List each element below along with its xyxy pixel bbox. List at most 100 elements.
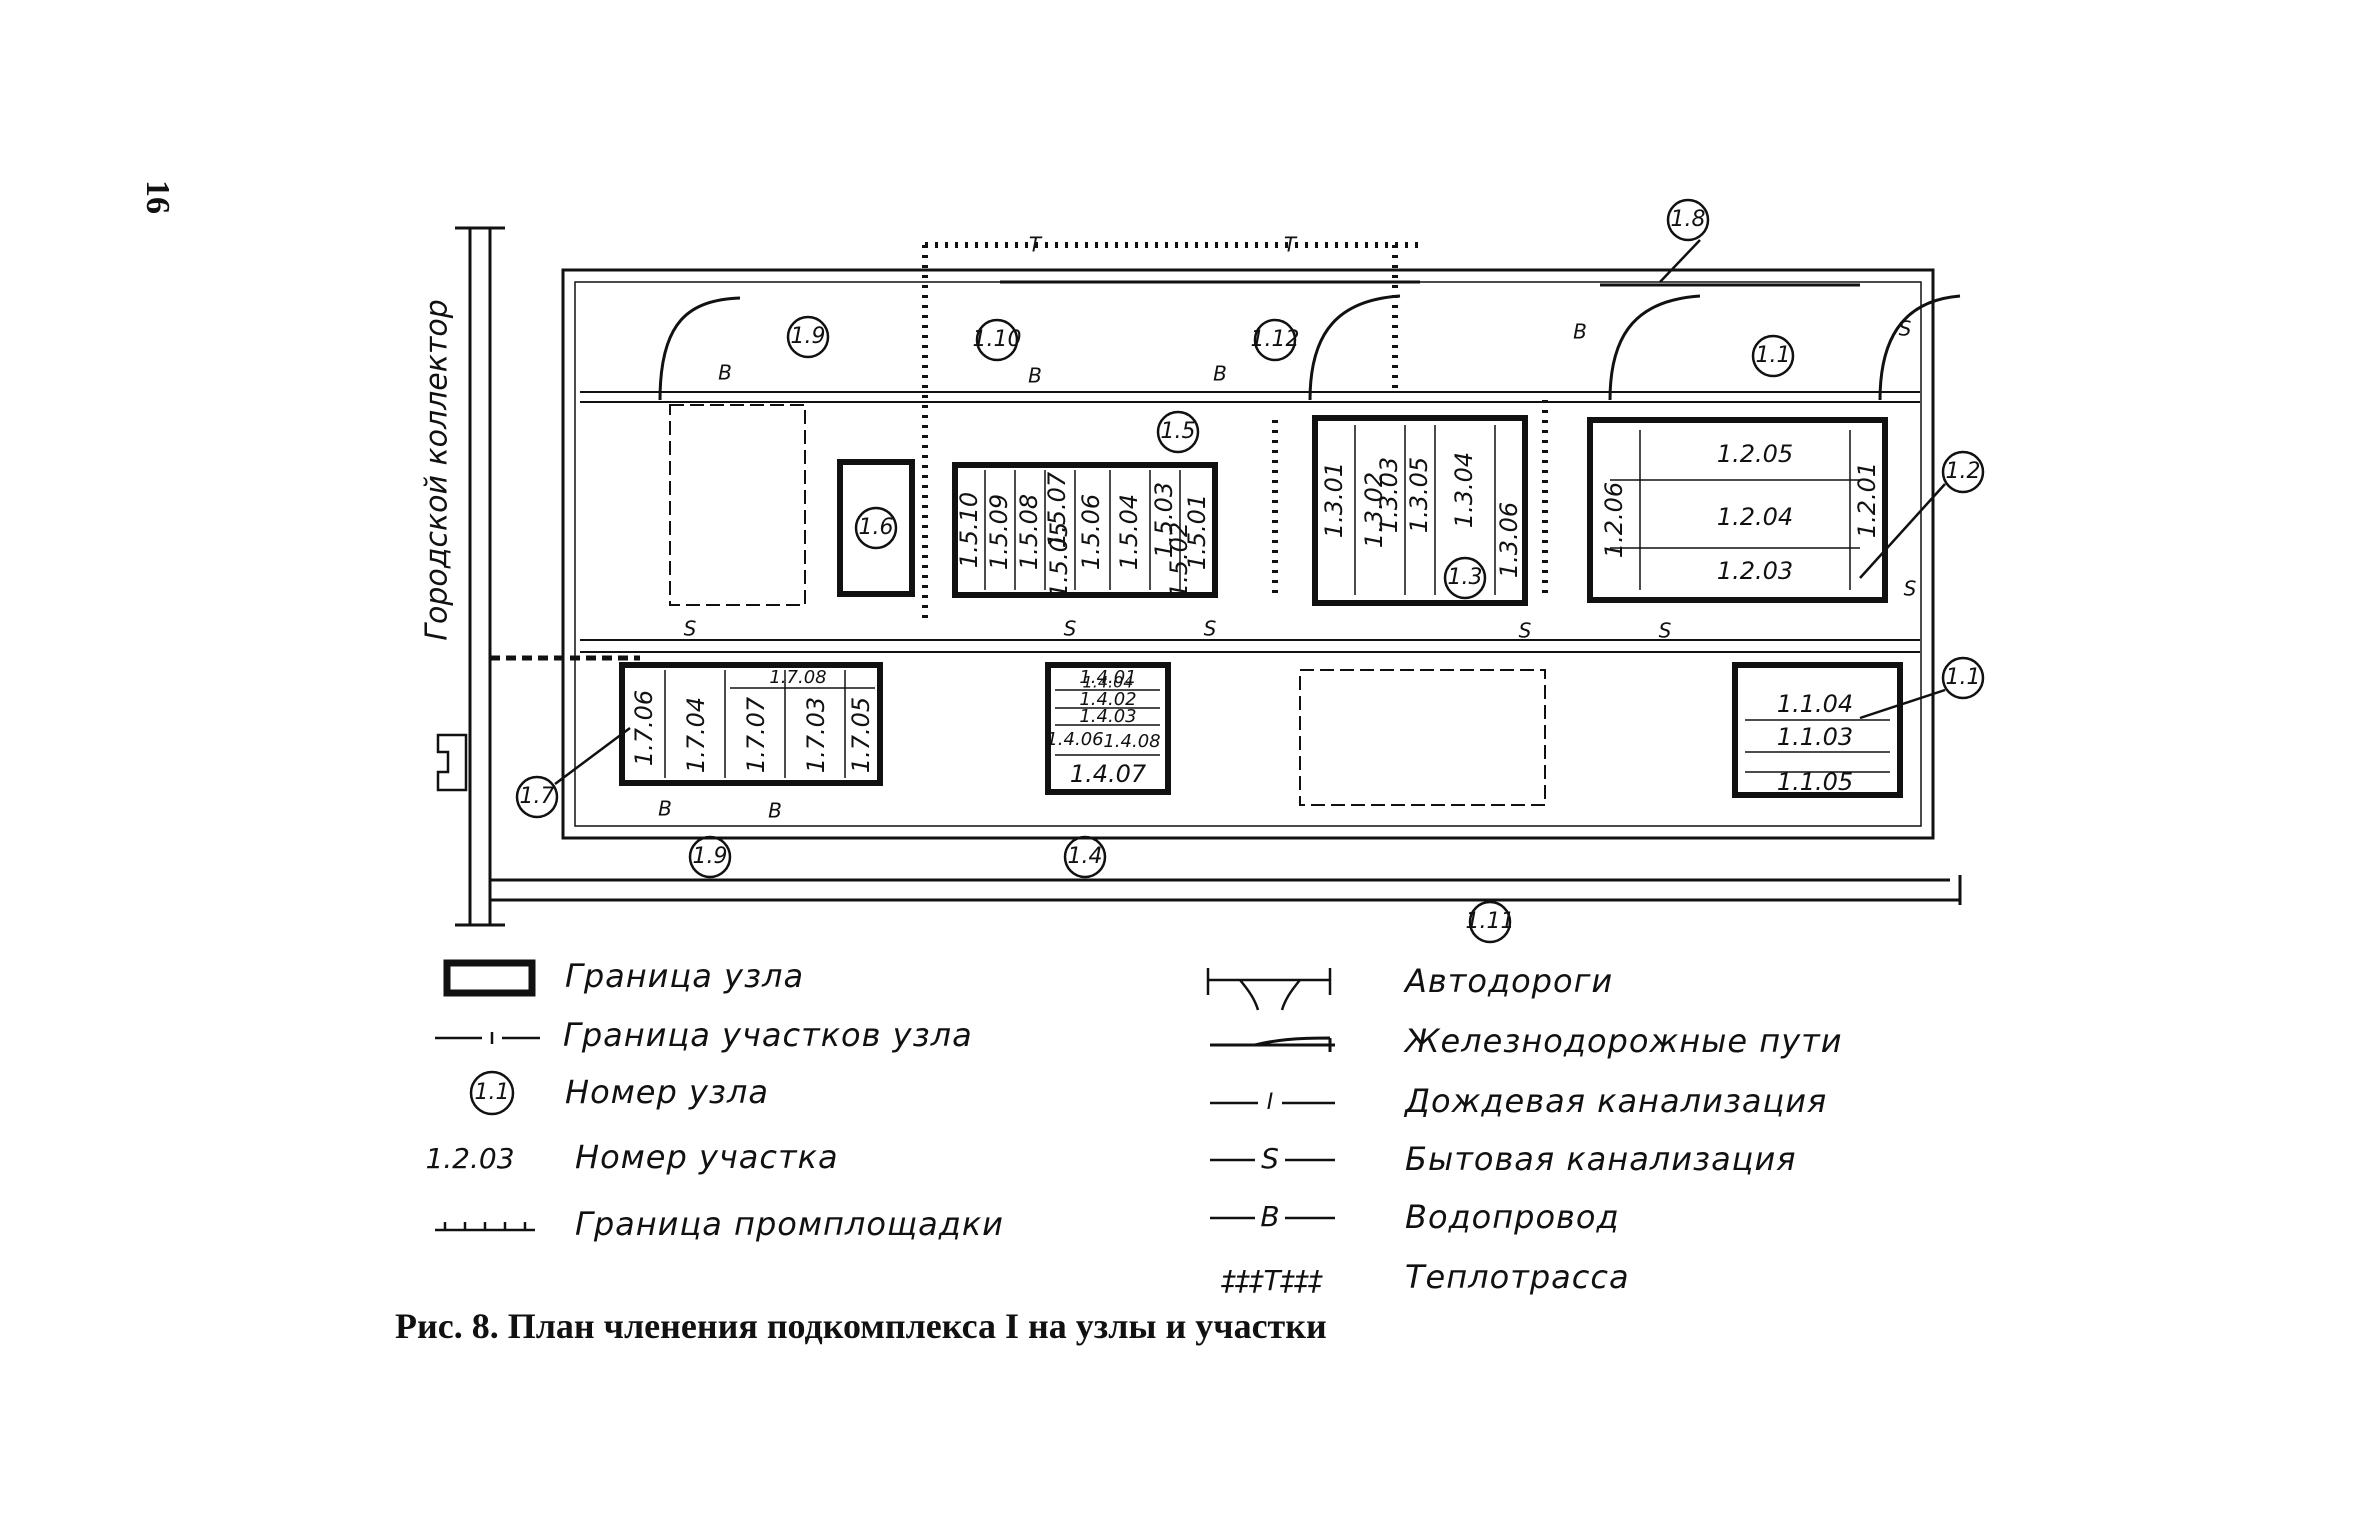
legend-node-border-symbol [443, 959, 536, 997]
legend-water-sample: B [1260, 1200, 1279, 1233]
node-1-1-label-top: 1.1 [1756, 343, 1791, 368]
plot-1-3-05: 1.3.05 [1405, 457, 1433, 533]
node-1-3-border [1312, 415, 1528, 606]
sewer-mark: S [1904, 577, 1917, 601]
water-mark: B [768, 799, 782, 823]
plot-1-5-07: 1.5.07 [1043, 471, 1071, 548]
plot-1-3-04: 1.3.04 [1450, 452, 1478, 528]
legend-plot-border-label: Граница участков узла [563, 1016, 973, 1054]
water-mark: B [1213, 362, 1227, 386]
heat-mark: T [1284, 233, 1298, 257]
legend-storm-sewer-label: Дождевая канализация [1405, 1082, 1828, 1120]
plot-1-4-08: 1.4.08 [1103, 731, 1160, 752]
plot-1-2-06: 1.2.06 [1600, 482, 1628, 558]
node-1-2-circle [1941, 450, 1985, 494]
node-1-12-circle [1253, 318, 1297, 362]
node-1-1-circle-right [1941, 656, 1985, 700]
plot-1-3-01: 1.3.01 [1320, 462, 1348, 538]
plot-1-1-05: 1.1.05 [1777, 768, 1853, 796]
node-1-1-circle-top [1751, 334, 1795, 378]
plot-1-4-03: 1.4.03 [1079, 706, 1136, 727]
node-1-10-label: 1.10 [973, 327, 1022, 352]
plot-1-1-03: 1.1.03 [1777, 723, 1853, 751]
node-1-11-circle [1468, 900, 1512, 944]
node-1-7-label: 1.7 [520, 784, 555, 809]
legend-site-border-symbol [435, 1222, 535, 1232]
node-1-5-border [952, 462, 1218, 598]
legend-roads-label: Автодороги [1405, 962, 1614, 1000]
node-1-4-label: 1.4 [1068, 844, 1103, 869]
legend-node-number-symbol [469, 1070, 515, 1116]
node-1-3-label: 1.3 [1448, 565, 1483, 590]
legend-railways-label: Железнодорожные пути [1405, 1022, 1843, 1060]
node-1-8-label: 1.8 [1671, 207, 1706, 232]
water-mark: B [658, 797, 672, 821]
plot-1-5-03: 1.5.03 [1150, 482, 1178, 558]
node-1-5-label: 1.5 [1161, 419, 1196, 444]
plot-1-7-04: 1.7.04 [682, 697, 710, 773]
legend-storm-sample: I [1267, 1090, 1274, 1115]
node-1-12-label: 1.12 [1251, 327, 1300, 352]
sewer-mark: S [1899, 317, 1912, 341]
plot-1-5-08: 1.5.08 [1015, 494, 1043, 570]
plot-1-4-02: 1.4.02 [1079, 689, 1136, 710]
plot-1-4-07: 1.4.07 [1070, 760, 1147, 788]
plot-1-2-04: 1.2.04 [1717, 503, 1793, 531]
plot-1-2-03: 1.2.03 [1717, 557, 1793, 585]
node-1-9-label-bottom: 1.9 [693, 844, 728, 869]
plot-1-5-06: 1.5.06 [1077, 494, 1105, 570]
legend-site-border-label: Граница промплощадки [575, 1205, 1004, 1243]
legend-node-number-label: Номер узла [565, 1073, 769, 1111]
plot-1-1-04: 1.1.04 [1777, 690, 1853, 718]
node-1-6-label: 1.6 [859, 515, 894, 540]
node-1-4-circle [1063, 835, 1107, 879]
plot-1-7-06: 1.7.06 [630, 690, 658, 766]
legend-railways-symbol [1210, 1036, 1335, 1052]
node-1-2-border [1587, 417, 1888, 603]
legend-heating-sample: ‡‡‡T‡‡‡ [1220, 1264, 1323, 1297]
legend-node-number-sample: 1.1 [475, 1080, 510, 1105]
node-1-7-circle [515, 775, 559, 819]
node-1-6-circle [854, 506, 898, 550]
node-1-1-border [1732, 662, 1903, 798]
plot-1-7-07: 1.7.07 [742, 696, 770, 773]
legend-roads-symbol [1206, 968, 1332, 1011]
legend-plot-number-label: Номер участка [575, 1138, 839, 1176]
plot-1-5-10: 1.5.10 [955, 492, 983, 568]
node-1-7-border [619, 662, 883, 786]
legend-node-border-label: Граница узла [565, 957, 805, 995]
node-1-1-label-right: 1.1 [1946, 665, 1981, 690]
water-mark: B [1573, 320, 1587, 344]
node-1-3-circle [1443, 556, 1487, 600]
plot-1-2-05: 1.2.05 [1717, 440, 1793, 468]
sewer-mark: S [1519, 619, 1532, 643]
water-mark: B [1028, 364, 1042, 388]
node-1-5-circle [1156, 410, 1200, 454]
node-1-9-circle-bottom [688, 835, 732, 879]
legend-household-sewer-label: Бытовая канализация [1405, 1140, 1797, 1178]
sewer-mark: S [1659, 619, 1672, 643]
legend-household-sample: S [1261, 1142, 1279, 1175]
sewer-mark: S [1064, 617, 1077, 641]
plot-1-5-01: 1.5.01 [1183, 494, 1211, 570]
water-mark: B [718, 361, 732, 385]
node-1-9-circle-top [786, 315, 830, 359]
plot-1-5-09: 1.5.09 [985, 494, 1013, 570]
legend-water-supply-label: Водопровод [1405, 1198, 1620, 1236]
legend-plot-number-sample: 1.2.03 [425, 1142, 514, 1175]
city-collector-label: Городской коллектор [420, 299, 455, 640]
site-boundary [561, 268, 1935, 840]
plot-1-3-02: 1.3.02 [1360, 472, 1388, 548]
plot-1-4-06: 1.4.06 [1046, 729, 1103, 750]
sewer-mark: S [1204, 617, 1217, 641]
node-1-6-border [837, 459, 915, 597]
plot-1-5-05: 1.5.05 [1045, 522, 1073, 598]
plot-1-3-03: 1.3.03 [1375, 457, 1403, 533]
node-1-9-label-top: 1.9 [791, 324, 826, 349]
plot-1-5-04: 1.5.04 [1115, 494, 1143, 570]
heat-mark: T [1029, 233, 1043, 257]
legend-heating-main-label: Теплотрасса [1405, 1258, 1630, 1296]
node-1-8-circle [1666, 198, 1710, 242]
figure-caption: Рис. 8. План членения подкомплекса I на … [395, 1306, 1327, 1346]
